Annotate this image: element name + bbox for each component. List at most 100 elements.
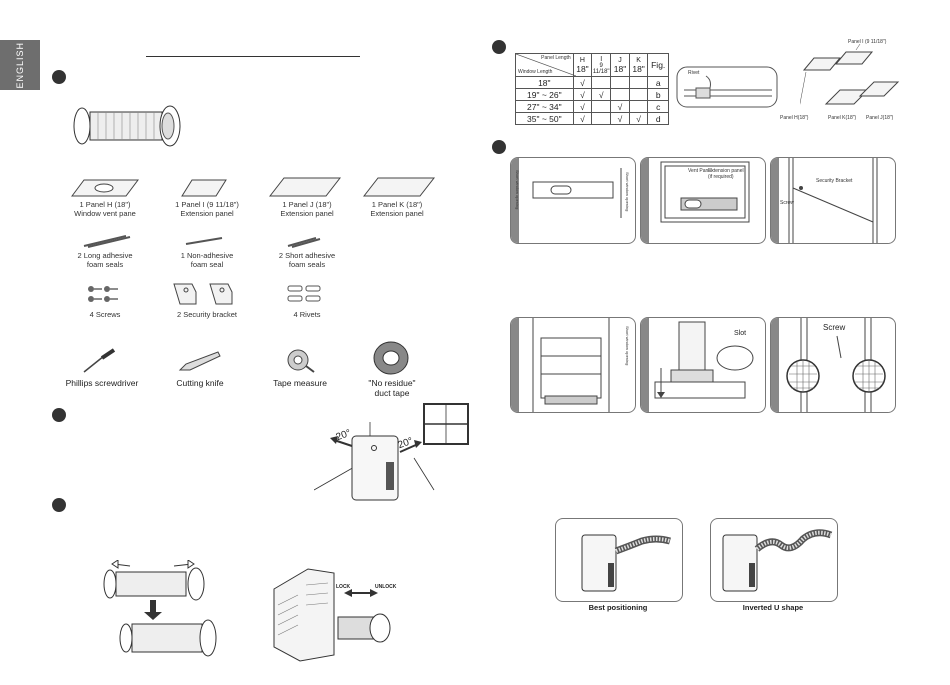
col-i-letter: I xyxy=(600,55,603,63)
part-4-line2: Extension panel xyxy=(370,208,424,218)
row-check-cell xyxy=(591,76,612,89)
row-check-cell: √ xyxy=(572,112,593,125)
step-6-illustration xyxy=(771,318,886,412)
extension-panel-label2: (if required) xyxy=(708,174,734,180)
part-caption-8: 4 Screws xyxy=(60,310,150,320)
tool-4-line1: "No residue" xyxy=(368,378,416,388)
rivet-label: Rivet xyxy=(688,70,700,76)
section-bullet-4 xyxy=(492,40,506,54)
row-check-cell: √ xyxy=(628,112,649,125)
part-10-line1: 4 Rivets xyxy=(293,310,321,319)
panel-i-illustration xyxy=(181,179,227,197)
unit-hose-lock-illustration xyxy=(273,568,391,662)
extension-panel-label: Extension panel xyxy=(708,168,744,174)
panel-k-label: Panel K(18") xyxy=(828,115,857,121)
part-caption-1: 1 Panel H (18") Window vent pane xyxy=(60,200,150,218)
long-seal-illustration xyxy=(83,235,131,248)
inverted-u-illustration xyxy=(722,529,833,592)
panel-i-label: Panel I (9 11/18") xyxy=(848,39,887,45)
diagonal-line xyxy=(516,54,576,76)
slot-label: Slot xyxy=(734,330,747,337)
header-panel-length: Panel Length xyxy=(541,55,571,61)
row-range: 35" ~ 50" xyxy=(515,112,574,125)
part-9-line1: 2 Security bracket xyxy=(176,310,238,319)
step-5-illustration xyxy=(641,318,754,412)
part-8-line1: 4 Screws xyxy=(89,310,121,319)
row-check-cell: √ xyxy=(591,88,612,101)
row-check-cell xyxy=(591,100,612,113)
row-check-cell xyxy=(610,88,630,101)
part-caption-5: 2 Long adhesive foam seals xyxy=(60,251,150,269)
row-check-cell xyxy=(628,100,649,113)
inverted-u-label: Inverted U shape xyxy=(742,603,804,612)
vent-panel-label: Vent Panel xyxy=(688,168,713,174)
section-bullet-1 xyxy=(52,70,66,84)
col-fig: Fig. xyxy=(647,53,669,77)
part-1-line1: 1 Panel H (18") xyxy=(79,200,131,209)
best-positioning-illustration xyxy=(581,534,671,592)
table-row: 19" ~ 26"√√b xyxy=(515,88,669,101)
panel-j-label: Panel J(18") xyxy=(866,115,894,121)
part-caption-7: 2 Short adhesive foam seals xyxy=(262,251,352,269)
panel-h-illustration xyxy=(71,179,139,197)
table-row: 27" ~ 34"√√c xyxy=(515,100,669,113)
row-check-cell: √ xyxy=(572,100,593,113)
row-check-cell: √ xyxy=(572,76,593,89)
header-window-length: Window Length xyxy=(518,69,553,75)
unlock-label: UNLOCK xyxy=(375,584,397,590)
tool-caption-2: Cutting knife xyxy=(150,378,250,388)
panel-j-illustration xyxy=(268,177,342,197)
col-k-letter: K xyxy=(636,56,641,64)
panel-h-label: Panel H(18") xyxy=(780,115,809,121)
security-bracket-label: Security Bracket xyxy=(816,178,853,184)
part-7-line1: 2 Short adhesive xyxy=(278,251,336,260)
tape-measure-illustration xyxy=(287,349,315,373)
row-check-cell xyxy=(610,76,630,89)
part-6-line1: 1 Non-adhesive xyxy=(180,251,234,260)
screwdriver-illustration xyxy=(83,348,116,373)
non-adhesive-seal-illustration xyxy=(185,237,223,245)
step-2-illustration xyxy=(641,158,750,243)
title-underline xyxy=(146,56,360,57)
part-caption-3: 1 Panel J (18") Extension panel xyxy=(262,200,352,218)
exhaust-hose-illustration xyxy=(73,105,181,147)
row-check-cell: √ xyxy=(610,100,630,113)
part-caption-2: 1 Panel I (9 11/18") Extension panel xyxy=(162,200,252,218)
row-check-cell xyxy=(628,88,649,101)
inverted-u-frame xyxy=(710,518,838,602)
part-caption-6: 1 Non-adhesive foam seal xyxy=(162,251,252,269)
part-1-line2: Window vent pane xyxy=(74,208,136,218)
tool-2-line1: Cutting knife xyxy=(176,378,224,388)
install-step-2 xyxy=(640,157,766,244)
tool-caption-1: Phillips screwdriver xyxy=(52,378,152,388)
language-tab: ENGLISH xyxy=(0,40,40,90)
row-check-cell xyxy=(591,112,612,125)
row-fig: a xyxy=(647,76,669,89)
col-j-letter: J xyxy=(618,56,622,64)
tool-3-line1: Tape measure xyxy=(273,378,327,388)
part-6-line2: foam seal xyxy=(190,259,224,269)
security-bracket-illustration xyxy=(173,283,233,305)
tool-4-line2: duct tape xyxy=(374,388,410,398)
tool-caption-4: "No residue" duct tape xyxy=(342,378,442,398)
clearance-illustration xyxy=(314,403,469,501)
row-fig: c xyxy=(647,100,669,113)
rivets-illustration xyxy=(287,285,321,302)
side-text-2: Short window opening xyxy=(625,172,630,212)
duct-tape-illustration xyxy=(373,341,409,375)
install-step-3 xyxy=(770,157,896,244)
rivet-detail-illustration xyxy=(676,66,778,108)
row-fig: b xyxy=(647,88,669,101)
col-h-letter: H xyxy=(579,56,585,64)
table-row: 18"√a xyxy=(515,76,669,89)
row-range: 19" ~ 26" xyxy=(515,88,574,101)
best-positioning-label: Best positioning xyxy=(588,603,648,612)
part-2-line1: 1 Panel I (9 11/18") xyxy=(175,200,239,209)
section-bullet-5 xyxy=(492,140,506,154)
tool-caption-3: Tape measure xyxy=(250,378,350,388)
